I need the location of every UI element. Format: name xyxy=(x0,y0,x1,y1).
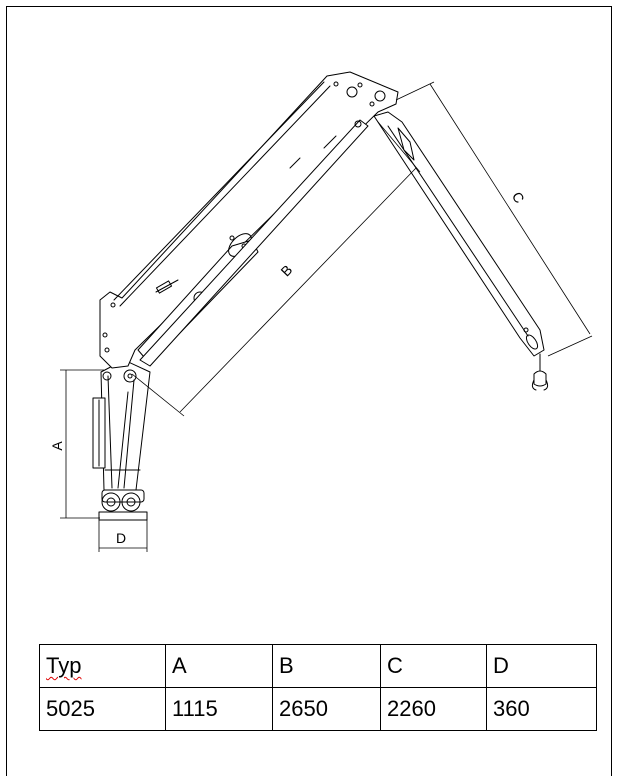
dimension-a-label: A xyxy=(49,441,65,451)
main-boom xyxy=(99,71,399,369)
header-b: B xyxy=(272,644,381,688)
table-row: 5025 1115 2650 2260 360 xyxy=(39,687,597,731)
inner-link xyxy=(139,119,369,367)
header-c: C xyxy=(380,644,487,688)
dimension-d xyxy=(98,520,148,552)
dimension-b-label: B xyxy=(277,262,295,280)
crane-column xyxy=(92,359,151,491)
dimension-c xyxy=(395,81,593,357)
header-d: D xyxy=(486,644,597,688)
spec-table: Typ A B C D 5025 1115 2650 2260 360 xyxy=(39,644,597,731)
cell-typ: 5025 xyxy=(39,687,166,731)
cell-c: 2260 xyxy=(380,687,487,731)
crane-drawing: A D B C xyxy=(49,71,593,552)
dimension-b xyxy=(131,121,421,417)
page-frame xyxy=(6,6,612,776)
header-a: A xyxy=(165,644,273,688)
dimension-d-label: D xyxy=(116,530,126,546)
rotator-hook xyxy=(531,353,549,391)
dimension-a xyxy=(60,369,104,519)
cell-b: 2650 xyxy=(272,687,381,731)
cell-d: 360 xyxy=(486,687,597,731)
jib-boom xyxy=(373,111,545,357)
crane-base xyxy=(98,489,148,521)
cell-a: 1115 xyxy=(165,687,273,731)
header-typ: Typ xyxy=(39,644,166,688)
dimension-c-label: C xyxy=(509,189,528,206)
spec-table-header-row: Typ A B C D xyxy=(39,644,597,688)
